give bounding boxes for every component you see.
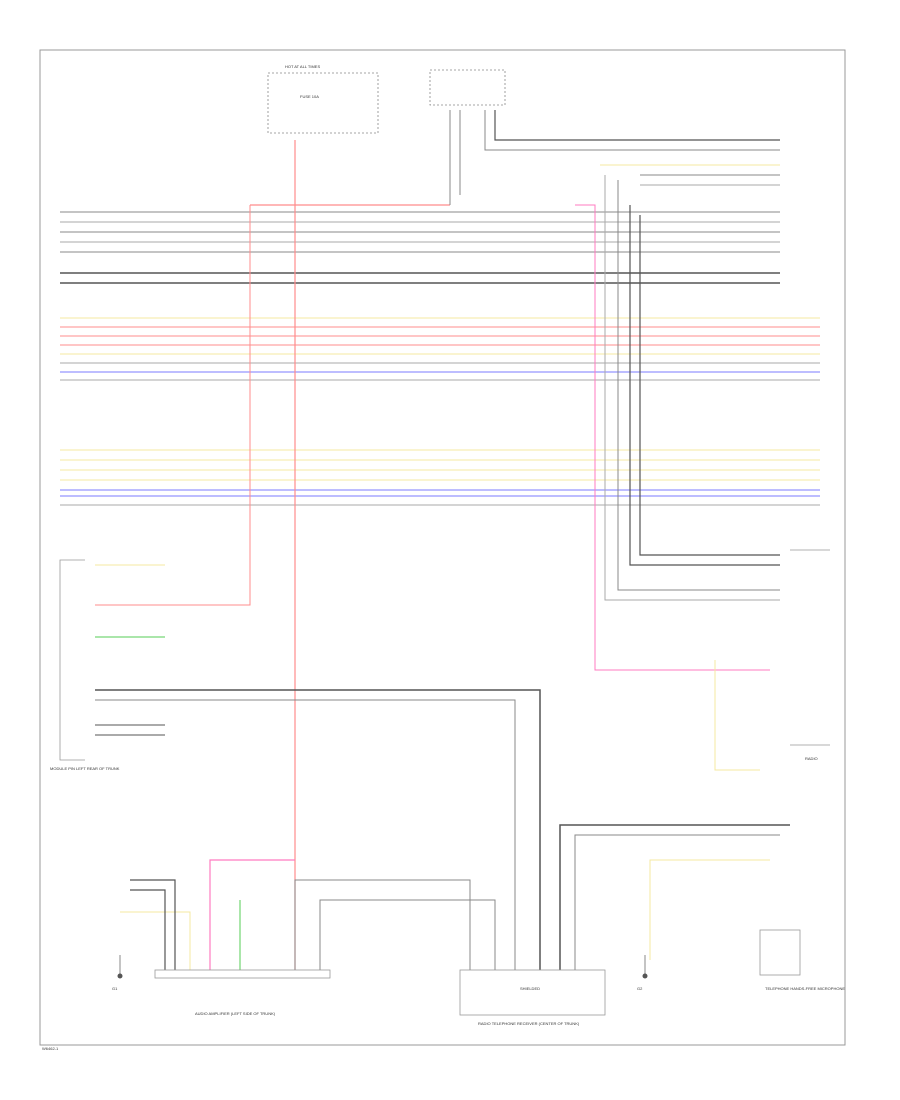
wire-br-2 [649,859,770,960]
ground-left-label: G1 [112,986,118,991]
wire-pink-bottom [209,859,295,970]
wire-amp-0 [294,879,471,970]
page-reference: W6462-1 [42,1046,59,1051]
ground-right-label: G2 [637,986,643,991]
wires [60,110,820,970]
ground-left-symbol: G1 [112,955,123,991]
wire-br-3 [714,660,760,771]
module-center-label: RADIO TELEPHONE RECEIVER (CENTER OF TRUN… [478,1021,580,1026]
wire-right-v1 [604,175,780,601]
wire-right-v3 [629,205,780,566]
module-left-label: AUDIO AMPLIFIER (LEFT SIDE OF TRUNK) [195,1011,276,1016]
diagram-frame [39,49,846,1046]
wire-pink-right [575,204,770,671]
fuse-box-label: FUSE 10A [300,94,319,99]
wire-tr-0 [484,110,780,151]
wire-amp-1 [319,899,496,970]
module-right-label: TELEPHONE HANDS-FREE MICROPHONE [765,986,845,991]
wire-mid-1 [95,699,516,970]
right-connector: RADIO [790,549,830,761]
fuse-box: HOT AT ALL TIMES FUSE 10A [267,64,506,134]
right-connector-label: RADIO [805,756,818,761]
wire-right-v4 [639,215,780,556]
wire-amp-dark [130,879,176,970]
wire-right-v2 [617,180,780,591]
ground-right-symbol: G2 [637,955,648,991]
wire-tr-1 [494,110,780,141]
shield-label: SHIELDED [520,986,540,991]
left-connector-label: MODULE PIN LEFT REAR OF TRUNK [50,766,120,771]
left-connector: MODULE PIN LEFT REAR OF TRUNK [50,559,120,771]
wire-amp-yellow [120,911,191,970]
wire-br-0 [559,824,790,970]
fuse-label: HOT AT ALL TIMES [285,64,320,69]
wire-br-1 [574,834,780,970]
wire-mid-0 [95,689,541,970]
wire-red-left [95,205,251,606]
module-audio-amplifier: AUDIO AMPLIFIER (LEFT SIDE OF TRUNK) [154,969,331,1016]
module-radio-telephone: RADIO TELEPHONE RECEIVER (CENTER OF TRUN… [459,969,606,1026]
module-microphone: TELEPHONE HANDS-FREE MICROPHONE [759,929,845,991]
wire-amp-dark2 [130,889,166,970]
